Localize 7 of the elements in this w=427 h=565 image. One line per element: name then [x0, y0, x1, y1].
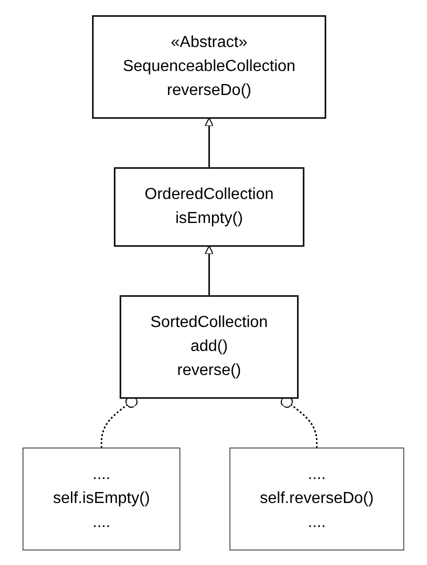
- arrow: [204, 245, 214, 296]
- node-box: OrderedCollection isEmpty(): [114, 166, 304, 246]
- arrow: [204, 117, 214, 168]
- node-box: SortedCollection add() reverse(): [120, 294, 299, 398]
- node-box: «Abstract» SequenceableCollection reverseDo(): [92, 14, 326, 118]
- node-box: .... self.isEmpty() ....: [22, 447, 181, 550]
- node-box: .... self.reverseDo() ....: [230, 447, 404, 550]
